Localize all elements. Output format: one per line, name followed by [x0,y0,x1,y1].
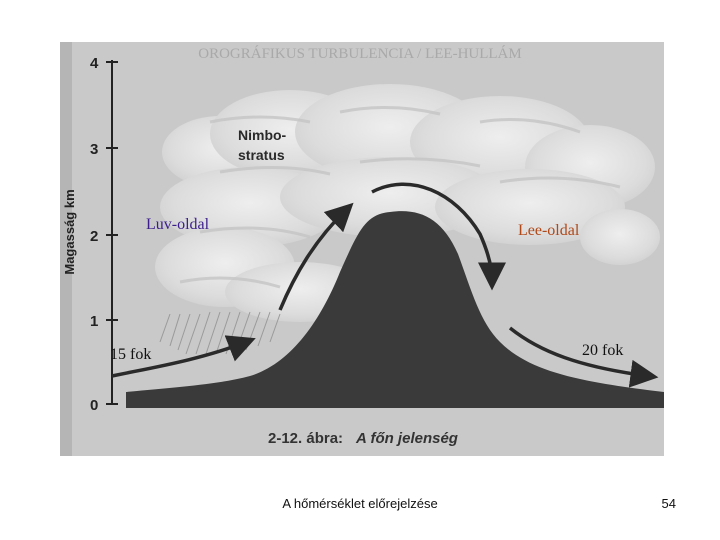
crest-arrow [371,182,506,291]
cloud-label: Nimbo- [238,127,287,143]
y-tick-label: 4 [90,55,99,72]
lee-side-label: Lee-oldal [518,222,580,239]
y-tick-label: 3 [90,141,98,158]
page-number: 54 [661,496,676,511]
wind-arrows [111,182,659,388]
figure-caption-prefix: 2-12. ábra: [268,430,343,447]
figure-caption-text: A főn jelenség [355,430,458,447]
foehn-figure: OROGRÁFIKUS TURBULENCIA / LEE-HULLÁM [60,42,664,456]
cloud-label: stratus [238,147,285,163]
slide-footer-title: A hőmérséklet előrejelzése [282,496,438,511]
outflow-arrow [508,326,659,388]
temperature-right-label: 20 fok [582,342,624,359]
ascent-arrow [278,202,354,311]
inflow-arrow [111,335,256,378]
nimbostratus-cloud [155,84,660,322]
y-tick-label: 2 [90,228,98,245]
y-axis: 0 1 2 3 4 Magasság km [62,55,118,414]
y-tick-label: 0 [90,397,98,414]
page-edge-shadow [60,42,72,456]
y-axis-title: Magasság km [62,189,77,274]
y-tick-label: 1 [90,313,98,330]
mountain [126,211,664,408]
faint-header-text: OROGRÁFIKUS TURBULENCIA / LEE-HULLÁM [198,45,521,62]
luv-side-label: Luv-oldal [146,216,210,233]
temperature-left-label: 15 fok [110,346,152,363]
foehn-diagram: OROGRÁFIKUS TURBULENCIA / LEE-HULLÁM [60,42,664,456]
